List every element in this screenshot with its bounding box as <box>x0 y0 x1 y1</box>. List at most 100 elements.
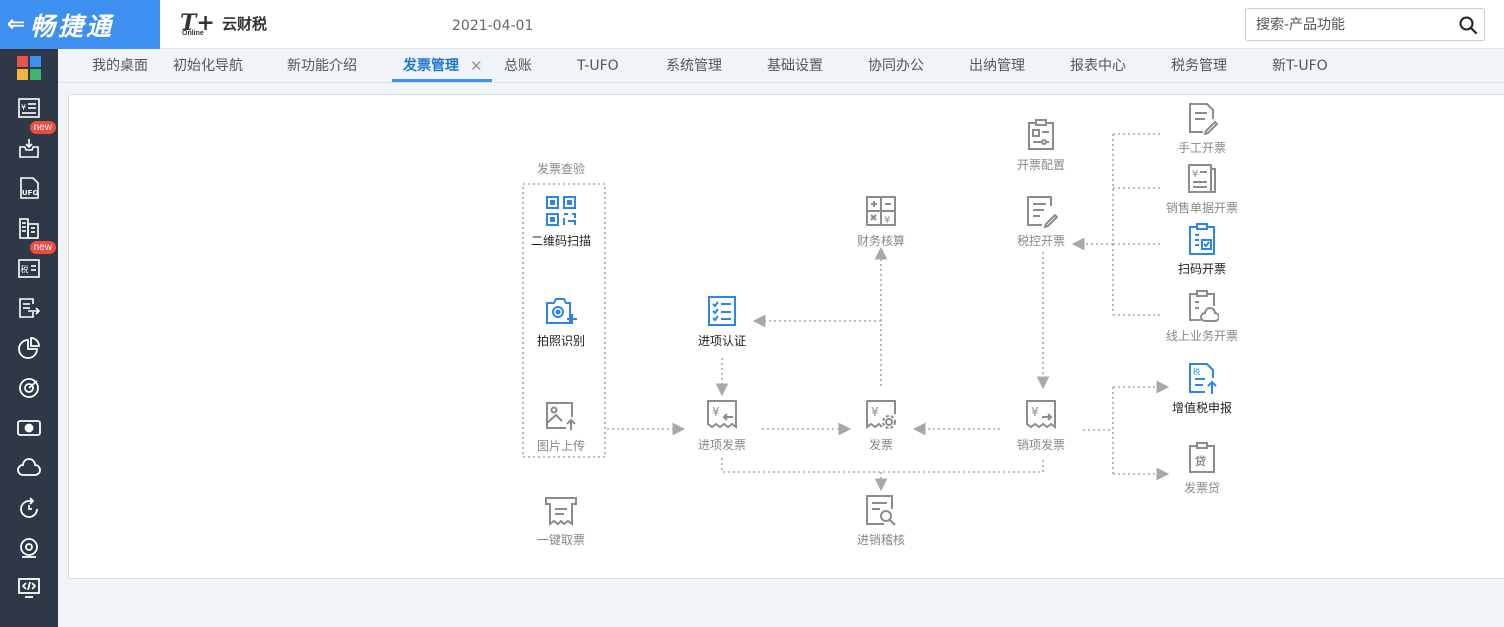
search-box[interactable] <box>1245 8 1485 41</box>
node-scan-billing[interactable]: 扫码开票 <box>1157 222 1247 277</box>
sidebar-item-export[interactable] <box>0 289 58 327</box>
tab-report-center[interactable]: 报表中心 <box>1070 58 1126 74</box>
tab-cashier[interactable]: 出纳管理 <box>969 58 1025 74</box>
svg-text:¥: ¥ <box>21 103 26 112</box>
invoice-loan-icon: 贷 <box>1189 442 1215 473</box>
product-logo: T+Online 云财税 <box>180 10 268 37</box>
node-photo-recognition[interactable]: 拍照识别 <box>516 294 606 349</box>
product-name: 云财税 <box>222 14 268 33</box>
sidebar-item-chart[interactable] <box>0 329 58 367</box>
arrow-left-icon[interactable]: ⇐ <box>6 12 26 37</box>
svg-text:税: 税 <box>1193 367 1200 376</box>
node-label: 发票贷 <box>1183 481 1220 495</box>
node-qr-scan[interactable]: 二维码扫描 <box>516 194 606 249</box>
node-one-click-fetch[interactable]: 一键取票 <box>516 493 606 548</box>
tab-collaboration[interactable]: 协同办公 <box>868 58 924 74</box>
tab-bar: 我的桌面 初始化导航 新功能介绍 发票管理 ✕ 总账 T-UFO 系统管理 基础… <box>58 49 1504 83</box>
node-billing-config[interactable]: 开票配置 <box>996 118 1086 173</box>
tab-general-ledger[interactable]: 总账 <box>504 58 532 74</box>
tab-invoice-management[interactable]: 发票管理 <box>403 58 459 74</box>
node-label: 进项发票 <box>697 438 746 452</box>
tax-icon: 税 <box>18 259 40 278</box>
sidebar-item-settings[interactable] <box>0 529 58 567</box>
node-vat-declaration[interactable]: 税 增值税申报 <box>1157 361 1247 416</box>
svg-text:¥: ¥ <box>1031 405 1039 419</box>
svg-text:贷: 贷 <box>1195 454 1206 468</box>
sidebar-item-inbox[interactable]: new <box>0 121 58 167</box>
node-online-business-billing[interactable]: 线上业务开票 <box>1157 289 1247 344</box>
cash-icon <box>17 420 41 436</box>
node-input-invoice[interactable]: ¥ 进项发票 <box>677 398 767 453</box>
sidebar-item-voucher[interactable]: ¥ <box>0 89 58 127</box>
node-output-invoice[interactable]: ¥ 销项发票 <box>996 398 1086 453</box>
tab-init-guide[interactable]: 初始化导航 <box>173 58 243 74</box>
tab-tax-management[interactable]: 税务管理 <box>1171 58 1227 74</box>
new-badge: new <box>29 241 56 254</box>
checklist-icon <box>708 296 736 326</box>
node-image-upload[interactable]: 图片上传 <box>516 399 606 454</box>
tab-t-ufo[interactable]: T-UFO <box>577 58 619 74</box>
node-label: 进项认证 <box>697 334 746 348</box>
output-invoice-icon: ¥ <box>1026 400 1056 429</box>
node-sales-document-billing[interactable]: ¥ 销售单据开票 <box>1157 161 1247 216</box>
radar-icon <box>19 378 39 398</box>
node-label: 税控开票 <box>1016 234 1065 248</box>
svg-text:¥: ¥ <box>1192 169 1198 180</box>
active-tab-indicator <box>392 79 492 82</box>
building-icon <box>19 218 39 239</box>
node-label: 销售单据开票 <box>1165 201 1238 215</box>
sidebar-item-ufo[interactable]: UFO <box>0 169 58 207</box>
monitor-code-icon <box>18 578 40 598</box>
image-upload-icon <box>546 402 576 430</box>
search-input[interactable] <box>1246 9 1446 40</box>
svg-text:¥: ¥ <box>712 405 720 419</box>
tab-basic-settings[interactable]: 基础设置 <box>767 58 823 74</box>
node-label: 发票 <box>868 438 893 452</box>
sidebar-item-cash[interactable] <box>0 409 58 447</box>
node-manual-billing[interactable]: 手工开票 <box>1157 101 1247 156</box>
node-finance-accounting[interactable]: ¥ 财务核算 <box>836 194 926 249</box>
node-label: 进销稽核 <box>856 533 905 547</box>
sidebar-item-monitor[interactable] <box>0 569 58 607</box>
sidebar-item-tax[interactable]: 税 new <box>0 241 58 287</box>
apps-grid-icon <box>17 56 41 80</box>
sidebar-item-building[interactable] <box>0 209 58 247</box>
tplus-logo-sub: Online <box>182 30 204 37</box>
manual-billing-icon <box>1189 103 1219 135</box>
search-icon[interactable] <box>1458 15 1478 35</box>
node-label: 一键取票 <box>536 533 585 547</box>
sidebar-item-apps[interactable] <box>0 49 58 87</box>
edit-document-icon <box>1027 196 1058 228</box>
tab-system-management[interactable]: 系统管理 <box>666 58 722 74</box>
invoice-flow-panel <box>68 94 1504 579</box>
tab-close-icon[interactable]: ✕ <box>470 57 483 75</box>
node-tax-control-billing[interactable]: 税控开票 <box>996 194 1086 249</box>
node-purchase-sales-audit[interactable]: 进销稽核 <box>836 493 926 548</box>
brand-name: 畅捷通 <box>30 11 115 41</box>
inbox-icon <box>19 139 39 158</box>
invoice-check-group-title: 发票查验 <box>537 162 586 176</box>
clipboard-scan-icon <box>1189 223 1215 255</box>
sidebar-item-cloud[interactable] <box>0 449 58 487</box>
settings-icon <box>20 538 38 558</box>
top-bar: ⇐ 畅捷通 T+Online 云财税 2021-04-01 <box>0 0 1504 49</box>
pie-chart-icon <box>18 337 40 359</box>
node-label: 财务核算 <box>856 234 905 248</box>
node-invoice-loan[interactable]: 贷 发票贷 <box>1157 441 1247 496</box>
tplus-logo-text: T+ <box>180 10 215 36</box>
node-invoice[interactable]: ¥ 发票 <box>836 398 926 453</box>
current-date: 2021-04-01 <box>452 18 534 34</box>
sidebar-item-radar[interactable] <box>0 369 58 407</box>
voucher-icon: ¥ <box>18 98 40 118</box>
svg-text:¥: ¥ <box>884 215 890 226</box>
node-input-certification[interactable]: 进项认证 <box>677 294 767 349</box>
sidebar-item-refresh[interactable] <box>0 489 58 527</box>
node-label: 线上业务开票 <box>1165 329 1238 343</box>
brand-block[interactable]: ⇐ 畅捷通 <box>0 0 160 49</box>
tab-new-features[interactable]: 新功能介绍 <box>287 58 357 74</box>
tab-new-t-ufo[interactable]: 新T-UFO <box>1272 58 1328 74</box>
receipt-fetch-icon <box>545 497 577 526</box>
tab-desktop[interactable]: 我的桌面 <box>92 58 148 74</box>
node-label: 扫码开票 <box>1177 262 1226 276</box>
